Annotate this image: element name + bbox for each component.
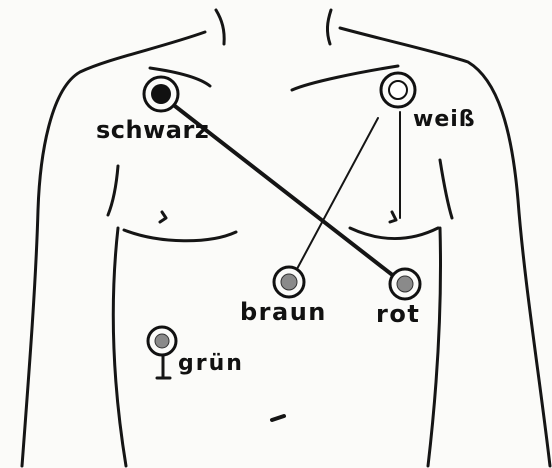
neck-left-line (216, 10, 224, 44)
label-weiss: weiß (413, 109, 476, 131)
inner-arm-left (113, 228, 126, 466)
inner-arm-right (428, 228, 441, 466)
pectoral-right (350, 228, 438, 239)
navel-mark (272, 416, 284, 420)
nipple-left (160, 212, 166, 222)
electrode-green (148, 327, 176, 355)
electrode-black (144, 77, 178, 111)
armpit-left (108, 166, 118, 215)
electrode-white (381, 73, 415, 107)
nipple-right (390, 212, 396, 222)
label-braun: braun (240, 300, 327, 324)
label-gruen: grün (178, 353, 244, 375)
electrode-red (390, 269, 420, 299)
pectoral-left (124, 230, 236, 241)
armpit-right (440, 160, 452, 218)
label-schwarz: schwarz (96, 118, 209, 142)
electrode-brown (274, 267, 304, 297)
torso-right-outline (340, 28, 550, 466)
lead-wire-white-to-brown (290, 118, 378, 282)
neck-right-line (327, 10, 331, 44)
label-rot: rot (376, 302, 420, 326)
